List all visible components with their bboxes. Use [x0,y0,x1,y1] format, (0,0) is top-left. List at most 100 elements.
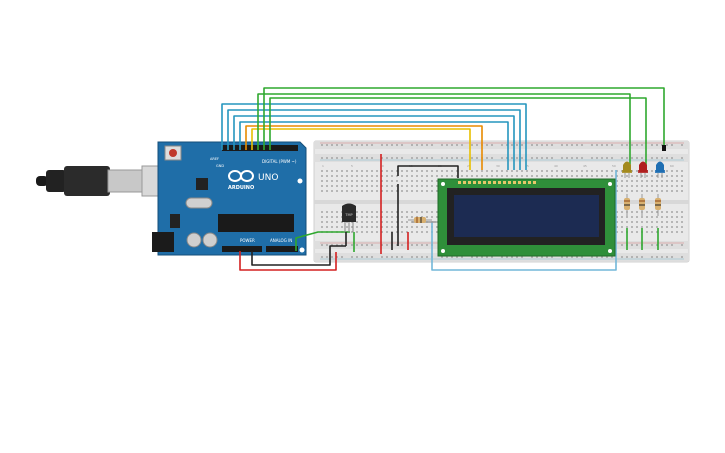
breadboard-hole[interactable] [506,256,508,258]
breadboard-hole[interactable] [561,144,563,146]
breadboard-hole[interactable] [641,180,643,182]
breadboard-hole[interactable] [321,190,323,192]
breadboard-hole[interactable] [671,170,673,172]
breadboard-hole[interactable] [326,157,328,159]
breadboard-hole[interactable] [431,144,433,146]
breadboard-hole[interactable] [456,175,458,177]
breadboard-hole[interactable] [476,175,478,177]
breadboard-hole[interactable] [431,216,433,218]
breadboard-hole[interactable] [486,144,488,146]
breadboard-hole[interactable] [616,216,618,218]
breadboard-hole[interactable] [566,175,568,177]
breadboard-hole[interactable] [381,244,383,246]
breadboard-hole[interactable] [546,144,548,146]
breadboard-hole[interactable] [621,144,623,146]
breadboard-hole[interactable] [661,211,663,213]
breadboard-hole[interactable] [336,175,338,177]
breadboard-hole[interactable] [366,180,368,182]
breadboard-hole[interactable] [636,221,638,223]
breadboard-hole[interactable] [631,244,633,246]
breadboard-hole[interactable] [616,231,618,233]
breadboard-hole[interactable] [461,256,463,258]
breadboard-hole[interactable] [651,226,653,228]
breadboard-hole[interactable] [331,157,333,159]
breadboard-hole[interactable] [356,211,358,213]
breadboard-hole[interactable] [496,170,498,172]
breadboard-hole[interactable] [406,170,408,172]
breadboard-hole[interactable] [376,216,378,218]
breadboard-hole[interactable] [506,144,508,146]
breadboard-hole[interactable] [666,144,668,146]
breadboard-hole[interactable] [431,185,433,187]
breadboard-hole[interactable] [496,175,498,177]
breadboard-hole[interactable] [656,180,658,182]
breadboard-hole[interactable] [486,256,488,258]
breadboard-hole[interactable] [651,256,653,258]
breadboard-hole[interactable] [361,226,363,228]
breadboard-hole[interactable] [371,231,373,233]
lcd-pin[interactable] [513,181,516,184]
breadboard-hole[interactable] [326,190,328,192]
breadboard-hole[interactable] [431,190,433,192]
breadboard-hole[interactable] [671,244,673,246]
breadboard-hole[interactable] [626,185,628,187]
breadboard-hole[interactable] [666,180,668,182]
lcd-pin-header[interactable] [458,181,536,184]
breadboard-hole[interactable] [561,175,563,177]
breadboard-hole[interactable] [586,175,588,177]
breadboard-hole[interactable] [381,231,383,233]
breadboard-hole[interactable] [611,157,613,159]
breadboard-hole[interactable] [386,170,388,172]
breadboard-hole[interactable] [366,185,368,187]
breadboard-hole[interactable] [581,256,583,258]
breadboard-hole[interactable] [651,170,653,172]
green-wire[interactable] [263,87,665,150]
breadboard-hole[interactable] [531,175,533,177]
breadboard-hole[interactable] [356,185,358,187]
breadboard-hole[interactable] [521,170,523,172]
lightblue-wire[interactable] [431,170,617,271]
breadboard-hole[interactable] [681,226,683,228]
breadboard-hole[interactable] [641,190,643,192]
breadboard-hole[interactable] [416,226,418,228]
breadboard-hole[interactable] [511,157,513,159]
breadboard-hole[interactable] [386,216,388,218]
breadboard-hole[interactable] [516,144,518,146]
breadboard-hole[interactable] [401,244,403,246]
breadboard-hole[interactable] [471,144,473,146]
breadboard-hole[interactable] [451,144,453,146]
breadboard-hole[interactable] [351,175,353,177]
breadboard-hole[interactable] [356,157,358,159]
breadboard-hole[interactable] [421,185,423,187]
breadboard-hole[interactable] [526,170,528,172]
breadboard-hole[interactable] [561,256,563,258]
breadboard-hole[interactable] [476,144,478,146]
breadboard-hole[interactable] [491,157,493,159]
breadboard-hole[interactable] [386,157,388,159]
temperature-sensor[interactable]: TMP [342,203,356,233]
breadboard-hole[interactable] [626,144,628,146]
breadboard-hole[interactable] [541,175,543,177]
breadboard-hole[interactable] [671,231,673,233]
breadboard-hole[interactable] [351,244,353,246]
breadboard-hole[interactable] [616,226,618,228]
breadboard-hole[interactable] [386,231,388,233]
breadboard-hole[interactable] [571,157,573,159]
breadboard-hole[interactable] [376,211,378,213]
breadboard-hole[interactable] [411,170,413,172]
breadboard-hole[interactable] [621,226,623,228]
breadboard-hole[interactable] [341,185,343,187]
breadboard-hole[interactable] [656,221,658,223]
breadboard-hole[interactable] [676,180,678,182]
breadboard-hole[interactable] [321,211,323,213]
orange-wire[interactable] [245,125,483,170]
breadboard-hole[interactable] [351,180,353,182]
breadboard-hole[interactable] [351,190,353,192]
breadboard-hole[interactable] [576,175,578,177]
green-analog-wire[interactable] [295,231,350,251]
breadboard-hole[interactable] [591,175,593,177]
breadboard-hole[interactable] [361,175,363,177]
breadboard-hole[interactable] [331,226,333,228]
breadboard-hole[interactable] [616,175,618,177]
breadboard-hole[interactable] [676,190,678,192]
